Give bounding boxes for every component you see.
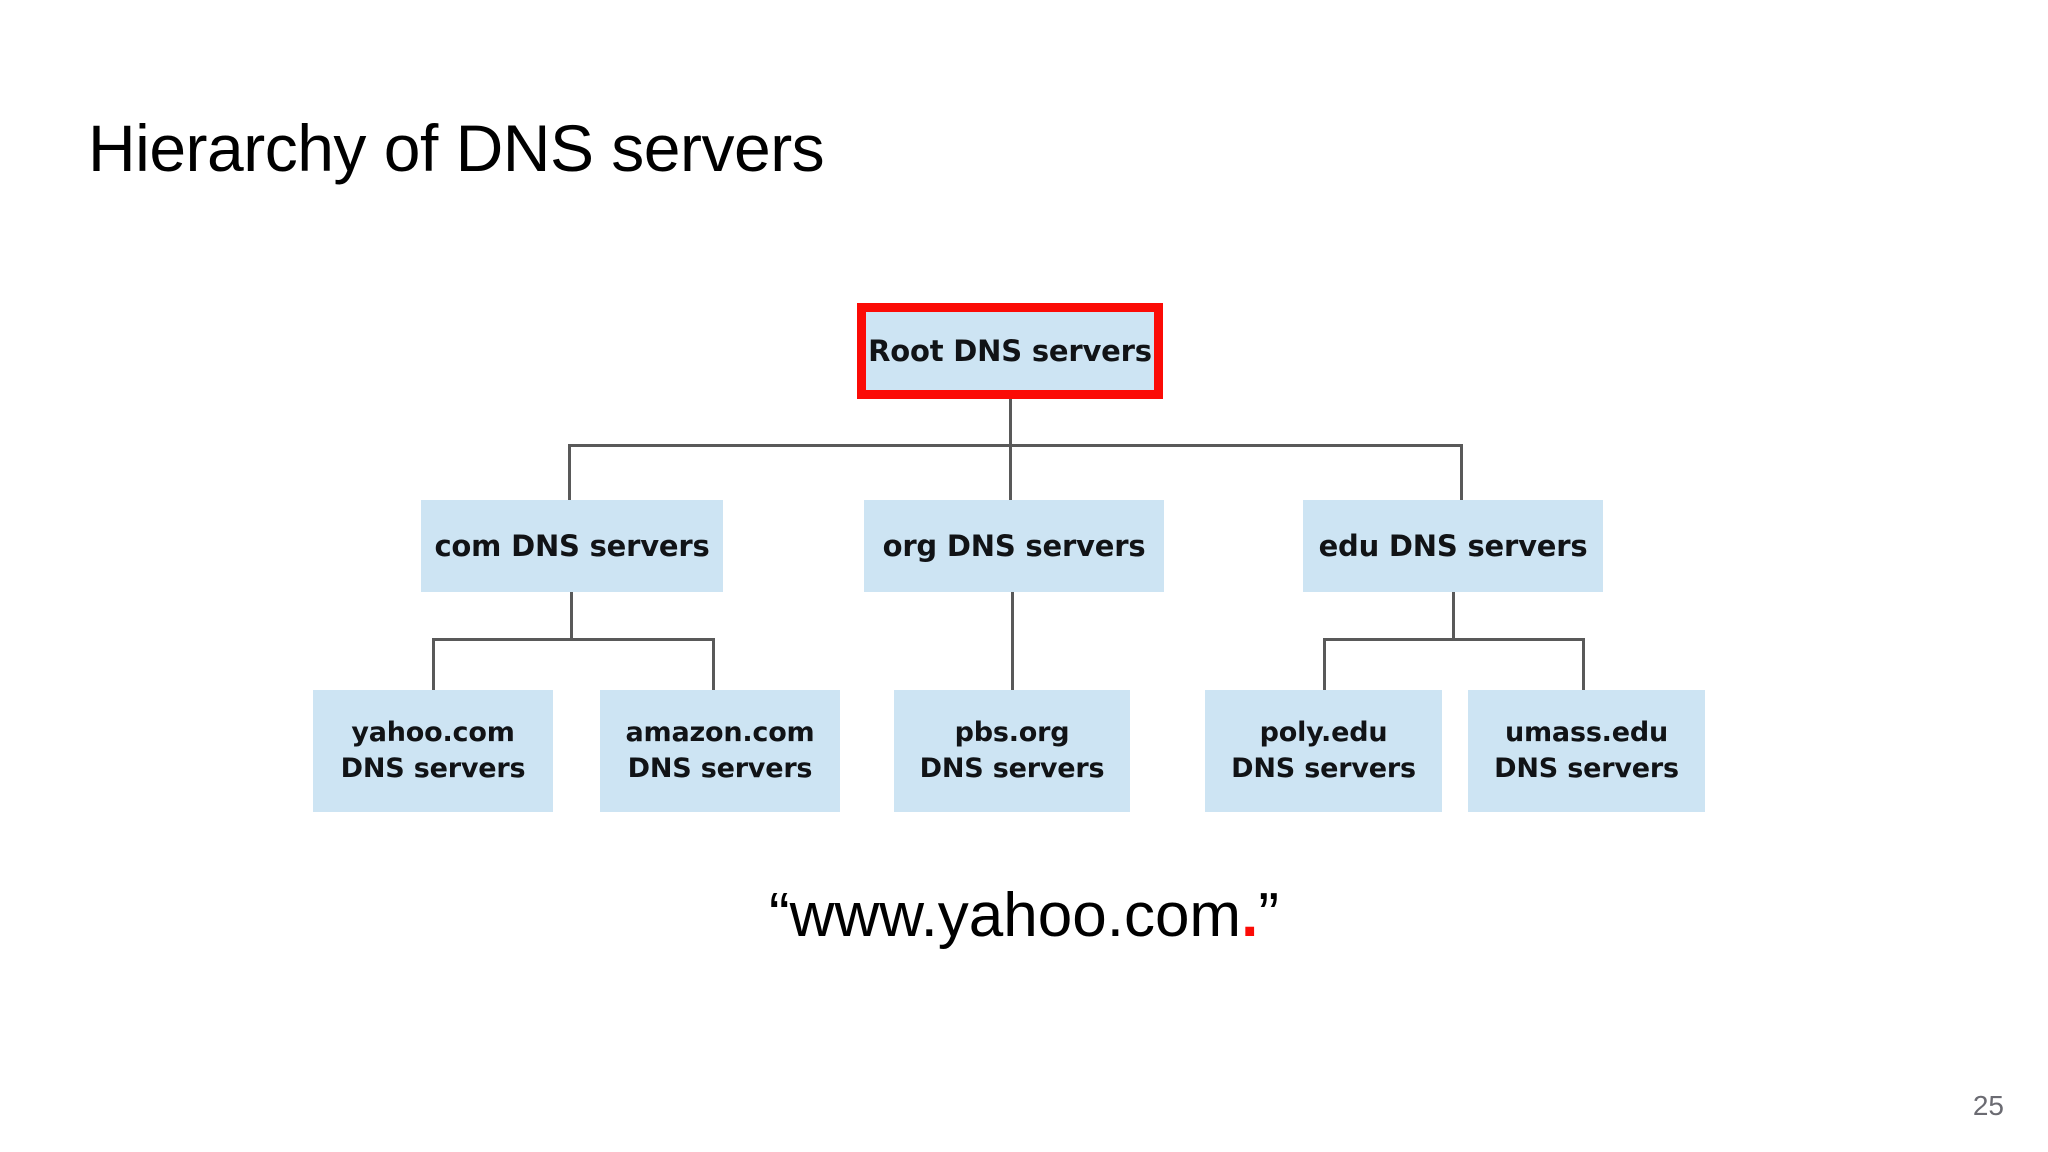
node-umass-label-line1: umass.edu <box>1504 717 1669 749</box>
node-com-dns-servers[interactable]: com DNS servers <box>421 500 723 592</box>
connector-drop-yahoo <box>432 638 435 691</box>
node-pbs-label-line1: pbs.org <box>954 717 1070 749</box>
connector-drop-com <box>568 444 571 501</box>
node-root-dns-servers[interactable]: Root DNS servers <box>857 303 1163 399</box>
connector-drop-poly <box>1323 638 1326 691</box>
node-root-label: Root DNS servers <box>868 334 1152 368</box>
node-yahoo-dns-servers[interactable]: yahoo.com DNS servers <box>313 690 553 812</box>
connector-edu-stem <box>1452 592 1455 639</box>
node-poly-label-line2: DNS servers <box>1231 753 1416 784</box>
node-amazon-label-line2: DNS servers <box>627 753 813 784</box>
connector-root-bus <box>568 444 1463 447</box>
connector-root-stem <box>1009 399 1012 446</box>
connector-edu-bus <box>1323 638 1585 641</box>
node-poly-label-line1: poly.edu <box>1259 717 1388 749</box>
caption-root-dot: . <box>1241 881 1259 950</box>
connector-drop-org <box>1009 444 1012 501</box>
connector-drop-edu <box>1460 444 1463 501</box>
connector-com-bus <box>432 638 715 641</box>
page-title: Hierarchy of DNS servers <box>88 111 825 185</box>
caption-close-quote: ” <box>1258 881 1279 950</box>
node-com-label: com DNS servers <box>434 529 710 563</box>
example-hostname-caption: “www.yahoo.com.” <box>0 880 2048 951</box>
node-umass-label-line2: DNS servers <box>1494 753 1679 784</box>
node-umass-dns-servers[interactable]: umass.edu DNS servers <box>1468 690 1705 812</box>
connector-com-stem <box>570 592 573 639</box>
connector-drop-umass <box>1582 638 1585 691</box>
node-org-label: org DNS servers <box>882 529 1146 563</box>
page-number: 25 <box>1972 1090 2004 1121</box>
caption-open-quote: “ <box>769 881 790 950</box>
node-poly-dns-servers[interactable]: poly.edu DNS servers <box>1205 690 1442 812</box>
node-amazon-label-line1: amazon.com <box>625 717 815 749</box>
node-yahoo-label-line2: DNS servers <box>340 753 526 784</box>
caption-hostname: www.yahoo.com <box>789 881 1242 950</box>
node-amazon-dns-servers[interactable]: amazon.com DNS servers <box>600 690 840 812</box>
connector-drop-amazon <box>712 638 715 691</box>
connector-org-stem <box>1011 592 1014 691</box>
node-edu-label: edu DNS servers <box>1318 529 1588 563</box>
node-edu-dns-servers[interactable]: edu DNS servers <box>1303 500 1603 592</box>
node-org-dns-servers[interactable]: org DNS servers <box>864 500 1164 592</box>
node-pbs-label-line2: DNS servers <box>919 753 1105 784</box>
node-pbs-dns-servers[interactable]: pbs.org DNS servers <box>894 690 1130 812</box>
node-yahoo-label-line1: yahoo.com <box>351 717 515 749</box>
